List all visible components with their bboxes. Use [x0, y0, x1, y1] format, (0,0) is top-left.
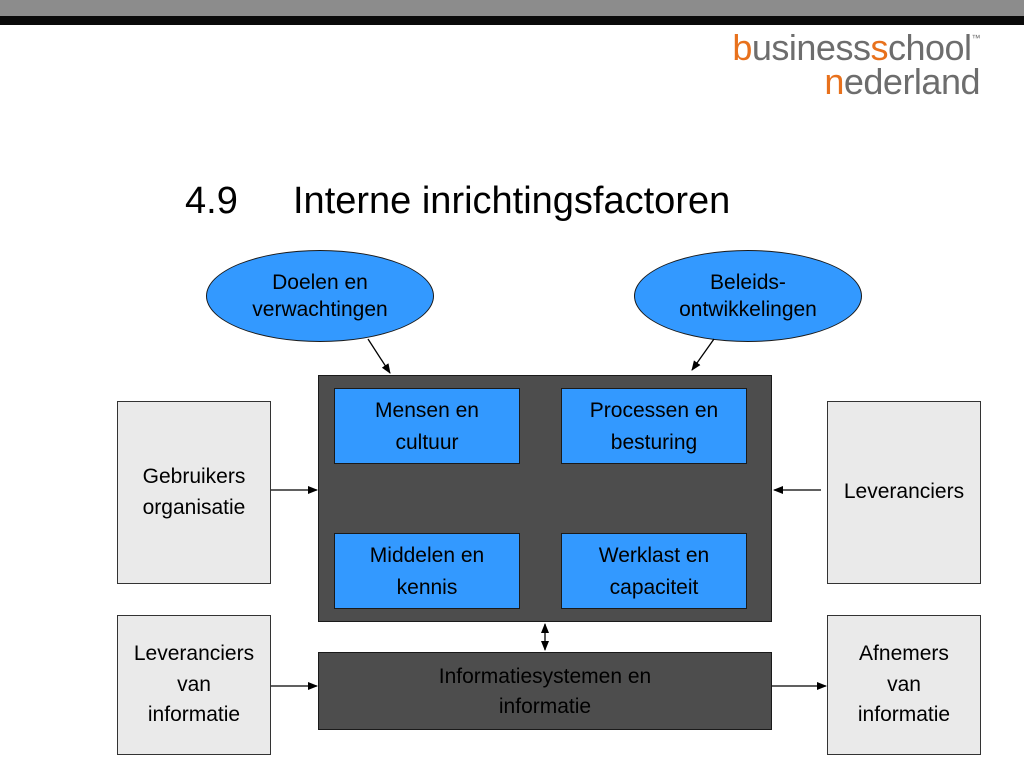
afnemers-van-informatie-box: Afnemers van informatie: [827, 615, 981, 755]
processen-line-1: Processen en: [589, 399, 719, 422]
doelen-line-2: verwachtingen: [252, 298, 388, 321]
businessschool-logo: businessschool™ nederland: [732, 30, 980, 100]
gebruikers-line-2: organisatie: [142, 495, 246, 519]
mensen-line-1: Mensen en: [375, 399, 479, 422]
beleid-line-1: Beleids-: [710, 270, 786, 294]
afnemers-line-1: Afnemers: [859, 642, 949, 666]
beleid-ellipse: Beleids- ontwikkelingen: [634, 250, 862, 342]
lev-info-line-3: informatie: [147, 703, 241, 727]
doelen-line-1: Doelen en: [272, 270, 368, 294]
logo-letter-n: n: [824, 61, 844, 102]
doelen-ellipse: Doelen en verwachtingen: [206, 250, 434, 342]
mensen-line-2: cultuur: [395, 430, 459, 454]
gebruikers-organisatie-box: Gebruikers organisatie: [117, 401, 271, 584]
processen-line-2: besturing: [610, 430, 698, 454]
werklast-line-2: capaciteit: [609, 575, 699, 599]
arrow-beleid-to-org: [691, 338, 715, 371]
gebruikers-line-1: Gebruikers: [142, 465, 246, 489]
top-grey-bar: [0, 0, 1024, 16]
lev-info-line-1: Leveranciers: [133, 642, 255, 666]
middelen-line-2: kennis: [396, 575, 458, 599]
werklast-capaciteit-box: Werklast en capaciteit: [561, 533, 747, 609]
logo-text-ederland: ederland: [843, 61, 981, 102]
processen-besturing-box: Processen en besturing: [561, 388, 747, 464]
mensen-cultuur-box: Mensen en cultuur: [334, 388, 520, 464]
top-black-bar: [0, 16, 1024, 25]
title-text: Interne inrichtingsfactoren: [293, 180, 731, 222]
afnemers-line-2: van: [887, 672, 921, 696]
title-number: 4.9: [185, 180, 238, 222]
info-line-2: informatie: [498, 695, 592, 719]
info-line-1: Informatiesystemen en: [438, 665, 652, 688]
logo-text-chool: chool: [887, 27, 972, 68]
middelen-line-1: Middelen en: [369, 544, 485, 567]
logo-letter-s: s: [870, 27, 888, 68]
beleid-line-2: ontwikkelingen: [679, 298, 817, 321]
logo-trademark: ™: [971, 33, 981, 43]
arrow-doelen-to-org: [367, 338, 391, 374]
logo-letter-b: b: [732, 27, 752, 68]
afnemers-line-3: informatie: [857, 703, 951, 727]
logo-text-usiness: usiness: [751, 27, 871, 68]
leveranciers-line-1: Leveranciers: [843, 480, 965, 504]
informatiesystemen-box: Informatiesystemen en informatie: [318, 652, 772, 730]
leveranciers-van-informatie-box: Leveranciers van informatie: [117, 615, 271, 755]
slide-title: 4.9 Interne inrichtingsfactoren: [185, 180, 730, 223]
leveranciers-box: Leveranciers: [827, 401, 981, 584]
lev-info-line-2: van: [177, 672, 211, 696]
werklast-line-1: Werklast en: [598, 544, 710, 567]
middelen-kennis-box: Middelen en kennis: [334, 533, 520, 609]
